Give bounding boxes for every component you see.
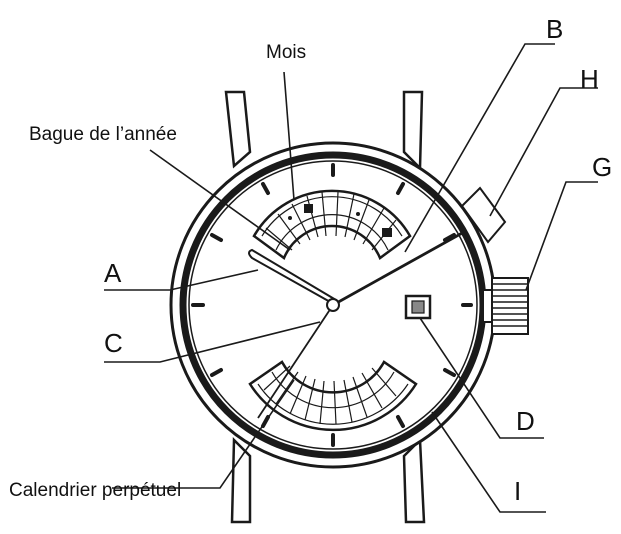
month-subdial bbox=[252, 189, 412, 260]
lug-top-right bbox=[402, 90, 424, 171]
label-calendrier: Calendrier perpétuel bbox=[9, 480, 181, 501]
lug-bottom-left bbox=[230, 437, 252, 524]
leader-c bbox=[104, 321, 321, 363]
pusher bbox=[460, 186, 507, 244]
leader-a bbox=[104, 269, 259, 291]
label-mois: Mois bbox=[266, 42, 306, 63]
lug-top-left bbox=[224, 90, 252, 169]
label-h: H bbox=[580, 64, 599, 94]
leader-bague bbox=[149, 149, 291, 251]
label-c: C bbox=[104, 328, 123, 358]
calendar-subdial bbox=[248, 360, 418, 432]
leader-b bbox=[404, 43, 555, 253]
leader-d bbox=[419, 317, 544, 439]
leader-lines bbox=[104, 43, 598, 513]
leader-i bbox=[431, 411, 546, 513]
date-window bbox=[404, 294, 432, 320]
hand-pivot bbox=[326, 298, 340, 312]
lug-bottom-right bbox=[402, 437, 426, 524]
crown bbox=[482, 277, 529, 335]
label-a: A bbox=[104, 258, 122, 288]
label-i: I bbox=[514, 476, 521, 506]
second-hand bbox=[257, 304, 334, 419]
label-d: D bbox=[516, 406, 535, 436]
label-b: B bbox=[546, 14, 563, 44]
label-bague-annee: Bague de l’année bbox=[29, 124, 177, 145]
minute-hand bbox=[332, 230, 465, 307]
label-g: G bbox=[592, 152, 612, 182]
leader-calendrier bbox=[112, 379, 295, 489]
hour-hand bbox=[248, 248, 338, 305]
leader-g bbox=[525, 181, 598, 291]
watch-bezel-inner bbox=[188, 160, 478, 450]
leader-h bbox=[489, 87, 598, 217]
leader-mois bbox=[283, 71, 295, 201]
watch-hands bbox=[248, 230, 465, 419]
